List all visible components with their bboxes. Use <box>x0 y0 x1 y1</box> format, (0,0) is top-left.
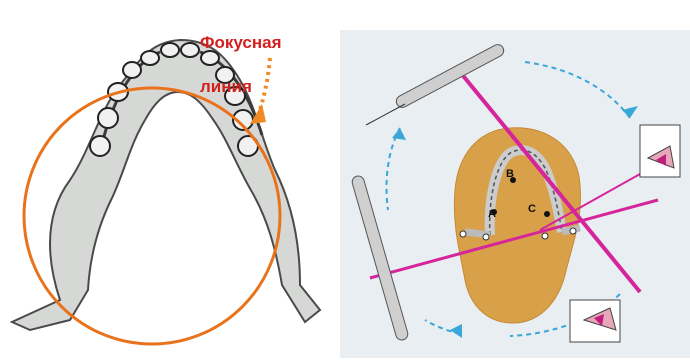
rotation-arrow-head-icon <box>450 324 462 338</box>
point-label-a: A <box>488 208 496 220</box>
detector-left <box>351 175 409 342</box>
left-panel-jaw-diagram: Фокусная линия <box>0 0 340 358</box>
point-label-b: B <box>506 168 514 180</box>
right-panel-rotation-diagram: B A C <box>340 30 690 358</box>
focal-line-label-line1: Фокусная <box>200 33 282 52</box>
focal-line-label-line2: линия <box>200 77 252 96</box>
point-label-c: C <box>528 203 536 215</box>
rotation-arrow-head-icon <box>392 128 406 140</box>
detector-top <box>366 43 506 125</box>
focal-line-label: Фокусная линия <box>200 10 282 98</box>
x-ray-source-right <box>640 125 680 177</box>
jaw-svg <box>0 0 340 358</box>
x-ray-source-bottom <box>570 300 620 342</box>
rotation-svg: B A C <box>340 30 690 358</box>
rotation-arrow-head-icon <box>622 106 638 118</box>
